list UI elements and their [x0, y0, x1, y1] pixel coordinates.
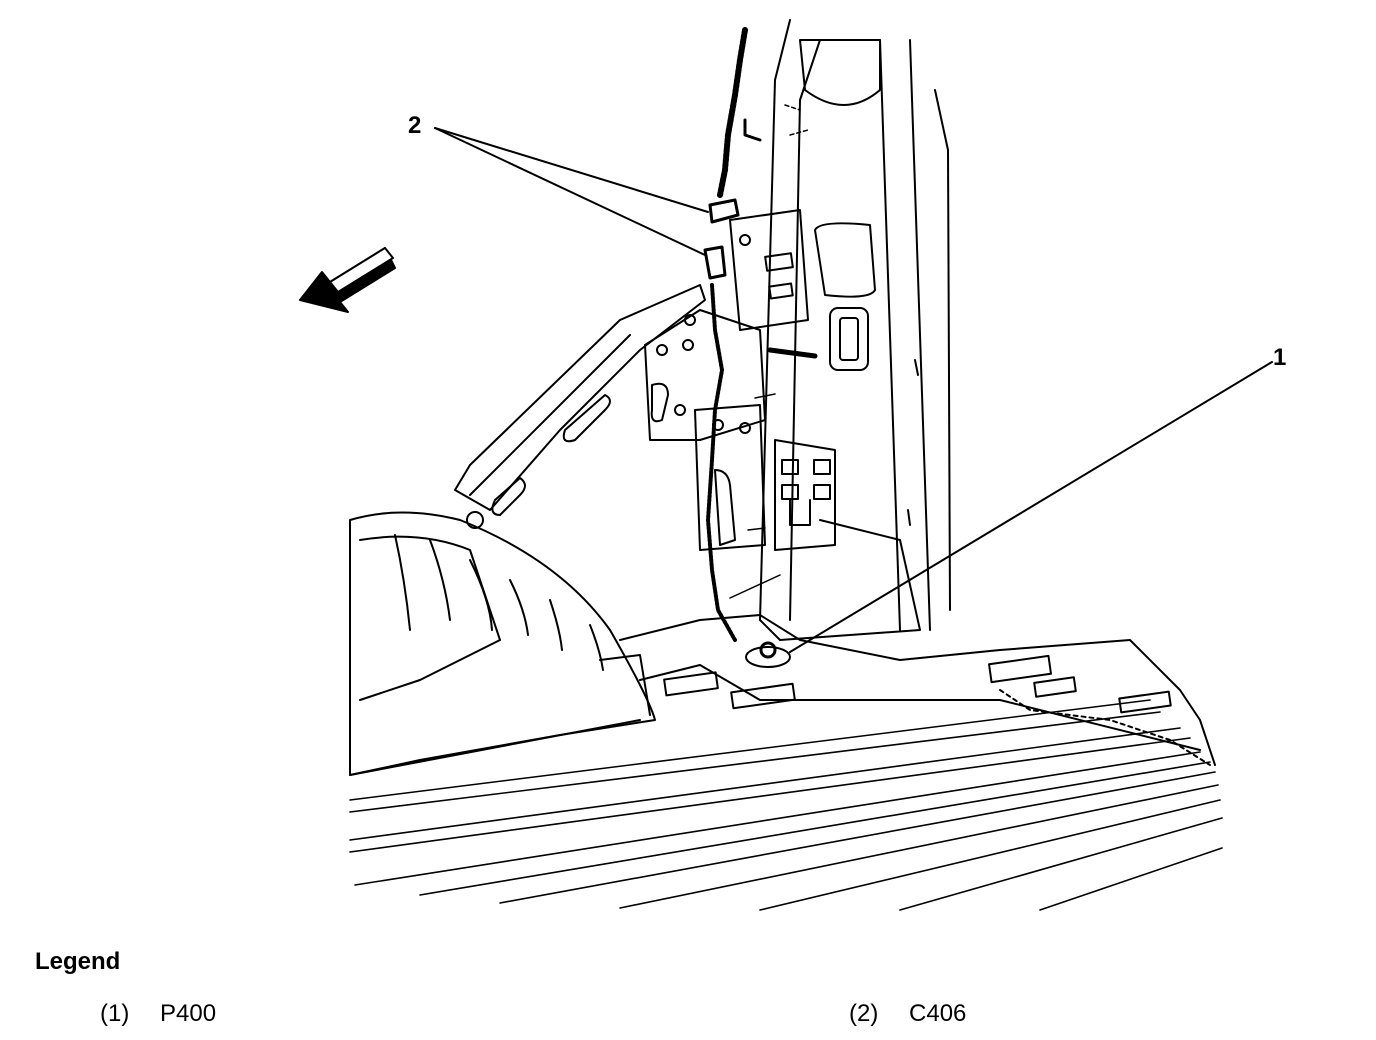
- legend-entry-label: P400: [160, 1000, 217, 1027]
- wheel-house: [349, 511, 656, 776]
- ground-stud: [745, 641, 791, 668]
- legend-entry-label: C406: [909, 1000, 967, 1027]
- legend-entry: (2) C406: [849, 1000, 966, 1028]
- callout-number: 2: [408, 112, 421, 139]
- component-location-illustration: 1 2: [299, 19, 1286, 911]
- legend-entry: (1) P400: [100, 1000, 216, 1028]
- legend-title: Legend: [35, 948, 121, 975]
- wiring-harness: [703, 27, 762, 642]
- floor-ribs: [349, 699, 1223, 911]
- fasteners: [729, 104, 818, 599]
- legend-entry-number: (1): [100, 1000, 130, 1027]
- mounting-brackets: [644, 209, 836, 551]
- callout-number: 1: [1273, 344, 1286, 371]
- front-direction-arrow-icon: [299, 247, 396, 313]
- pillar: [759, 19, 951, 641]
- floor-pan: [619, 614, 1216, 766]
- leader-lines: [434, 127, 1273, 653]
- legend-entry-number: (2): [849, 1000, 879, 1027]
- brace-arm: [454, 284, 706, 529]
